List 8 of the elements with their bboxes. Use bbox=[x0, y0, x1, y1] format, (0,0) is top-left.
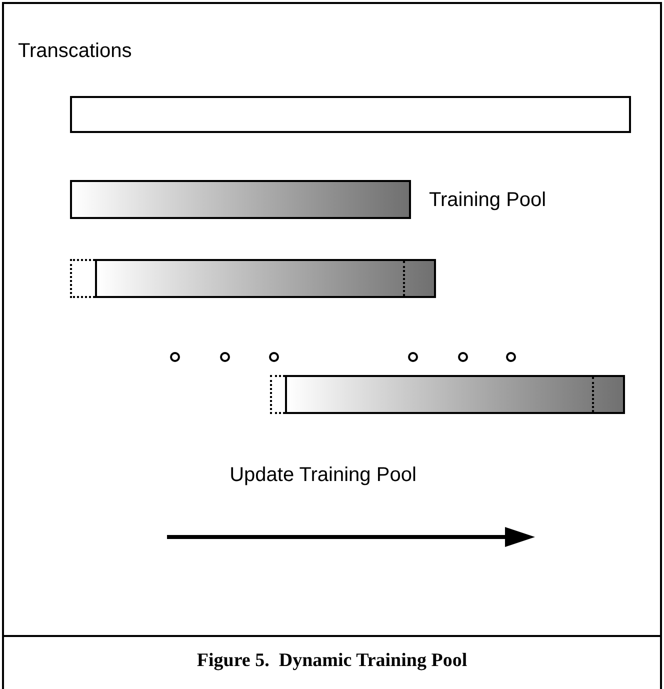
figure-caption: Figure 5. Dynamic Training Pool bbox=[196, 649, 468, 673]
bar-label: Training Pool bbox=[429, 188, 546, 213]
pool-bar bbox=[95, 259, 436, 298]
pool-bar bbox=[285, 375, 625, 414]
pool-bar bbox=[70, 180, 411, 219]
text-label: Transcations bbox=[18, 39, 132, 64]
text-label: Update Training Pool bbox=[230, 463, 416, 488]
pool-bar bbox=[70, 96, 631, 133]
